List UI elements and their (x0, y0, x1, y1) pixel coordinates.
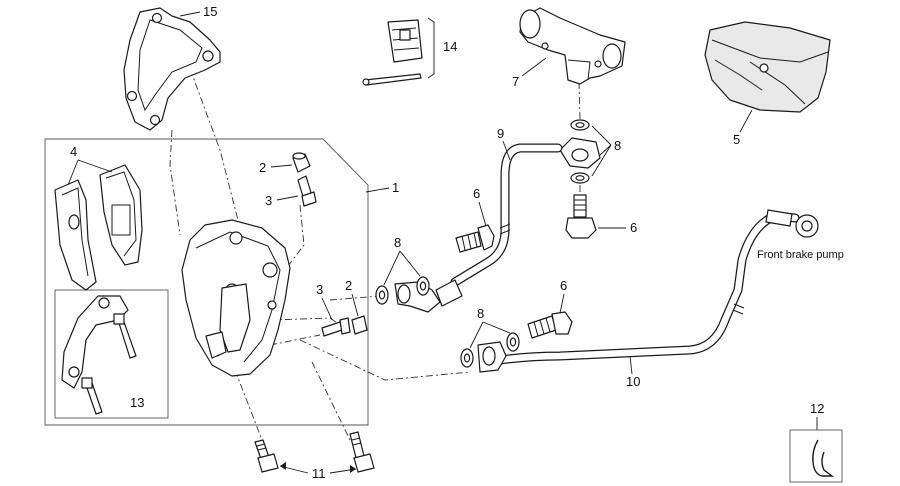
bracket-13-frame (54, 289, 169, 419)
front-brake-pump-label: Front brake pump (757, 249, 844, 261)
callout-2-side: 2 (345, 278, 352, 293)
callout-8-upper: 8 (614, 138, 621, 153)
pump-cover (704, 21, 831, 113)
lower-banjo-bolt (527, 311, 573, 339)
callout-14: 14 (443, 39, 457, 54)
upper-washers-banjo (559, 119, 601, 184)
upper-banjo-bolt (565, 194, 597, 239)
callout-3-top: 3 (265, 193, 272, 208)
middle-washers-banjo (375, 276, 463, 313)
callout-8-middle: 8 (394, 235, 401, 250)
callout-12: 12 (810, 401, 824, 416)
callout-6-right: 6 (630, 220, 637, 235)
brake-hose-upper (450, 143, 563, 287)
brake-pads (54, 164, 143, 291)
callout-8-lower: 8 (477, 306, 484, 321)
callout-2-top: 2 (259, 160, 266, 175)
brake-hose-lower (495, 209, 800, 365)
callout-10: 10 (626, 374, 640, 389)
caliper-bolts (254, 431, 375, 473)
front-brake-pump-banjo (795, 214, 819, 238)
brake-line-t-fitting (519, 7, 626, 85)
callout-11: 11 (312, 466, 326, 481)
pad-pin-and-clip (362, 19, 423, 86)
bracket-14 (427, 17, 435, 79)
bleeder-valve-side (321, 317, 351, 337)
clip-12-frame (789, 429, 843, 483)
brake-caliper-body (181, 219, 291, 377)
callout-15: 15 (203, 4, 217, 19)
middle-banjo-bolt (455, 224, 495, 253)
callout-6-middle: 6 (473, 186, 480, 201)
sensor-bracket (61, 295, 137, 415)
lower-washers-banjo (460, 332, 520, 373)
callout-5: 5 (733, 132, 740, 147)
callout-13: 13 (130, 395, 144, 410)
bleeder-valve-top (297, 175, 317, 207)
callout-1: 1 (392, 180, 399, 195)
callout-7: 7 (512, 74, 519, 89)
callout-6-lower: 6 (560, 278, 567, 293)
retaining-clip (812, 439, 835, 477)
bleeder-cap-top (292, 152, 311, 173)
callout-4: 4 (70, 144, 77, 159)
callout-3-side: 3 (316, 282, 323, 297)
caliper-mounting-bracket (123, 7, 221, 131)
bleeder-cap-side (351, 315, 368, 335)
caliper-assembly-frame (44, 138, 369, 426)
callout-9: 9 (497, 126, 504, 141)
assembly-lines (169, 54, 766, 441)
